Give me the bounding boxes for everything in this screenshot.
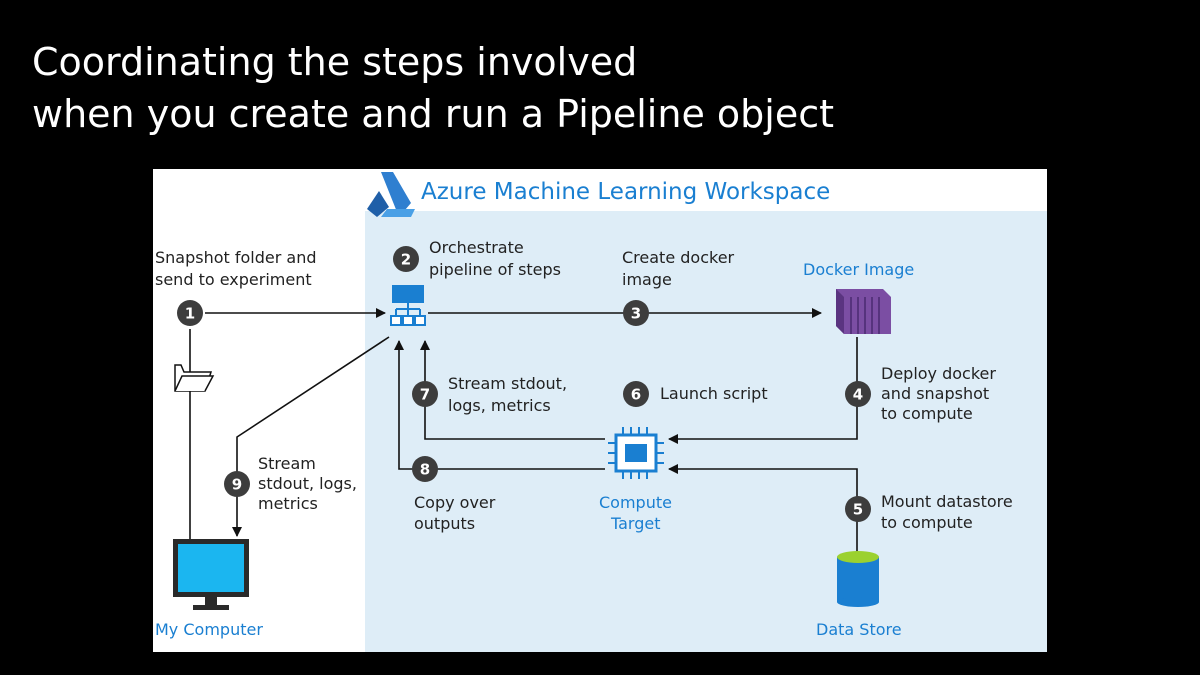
workspace-region [365,211,1047,652]
step-9-label-line-3: metrics [258,494,318,513]
title-line-2: when you create and run a Pipeline objec… [32,92,835,136]
svg-text:3: 3 [631,305,641,323]
docker-image-icon [836,289,891,334]
docker-image-label: Docker Image [803,260,914,279]
svg-text:9: 9 [232,476,242,494]
arrow-7 [420,340,605,440]
step-badge-3: 3 [623,300,649,326]
step-5-label-line-1: Mount datastore [881,492,1013,511]
pipeline-icon [390,285,426,326]
step-7-label-line-2: logs, metrics [448,396,551,415]
step-7-label-line-1: Stream stdout, [448,374,567,393]
step-2-label-line-2: pipeline of steps [429,260,561,279]
data-store-icon [837,551,879,607]
arrow-9 [232,336,390,537]
svg-text:1: 1 [185,305,195,323]
step-8-label-line-2: outputs [414,514,475,533]
step-9-label-line-2: stdout, logs, [258,474,357,493]
step-4-label-line-2: and snapshot [881,384,989,403]
step-1-label-line-1: Snapshot folder and [155,248,317,267]
step-3-label-line-1: Create docker [622,248,735,267]
compute-chip-icon [608,427,664,479]
arrow-4 [668,337,858,444]
step-badge-1: 1 [177,300,203,326]
data-store-label: Data Store [816,620,902,639]
svg-text:7: 7 [420,386,430,404]
azure-ml-logo-icon [367,172,415,217]
step-2-label-line-1: Orchestrate [429,238,524,257]
arrow-5 [668,464,858,552]
title-line-1: Coordinating the steps involved [32,40,638,84]
compute-label-line-2: Target [610,514,661,533]
step-badge-4: 4 [845,381,871,407]
step-4-label-line-1: Deploy docker [881,364,996,383]
step-badge-6: 6 [623,381,649,407]
workspace-label: Azure Machine Learning Workspace [421,179,830,205]
pipeline-diagram: Azure Machine Learning Workspace [153,169,1047,652]
step-9-label-line-1: Stream [258,454,316,473]
step-1-label-line-2: send to experiment [155,270,312,289]
step-badge-5: 5 [845,496,871,522]
svg-text:6: 6 [631,386,641,404]
svg-text:8: 8 [420,461,430,479]
my-computer-label: My Computer [155,620,263,639]
svg-text:2: 2 [401,251,411,269]
compute-label-line-1: Compute [599,493,672,512]
step-6-label: Launch script [660,384,768,403]
step-8-label-line-1: Copy over [414,493,496,512]
page-title: Coordinating the steps involved when you… [32,36,834,140]
monitor-icon [173,539,249,610]
step-3-label-line-2: image [622,270,672,289]
folder-icon [174,364,215,392]
arrow-8 [394,340,605,470]
step-4-label-line-3: to compute [881,404,973,423]
step-badge-2: 2 [393,246,419,272]
svg-text:5: 5 [853,501,863,519]
step-badge-9: 9 [224,471,250,497]
step-badge-7: 7 [412,381,438,407]
svg-text:4: 4 [853,386,863,404]
step-5-label-line-2: to compute [881,513,973,532]
step-badge-8: 8 [412,456,438,482]
